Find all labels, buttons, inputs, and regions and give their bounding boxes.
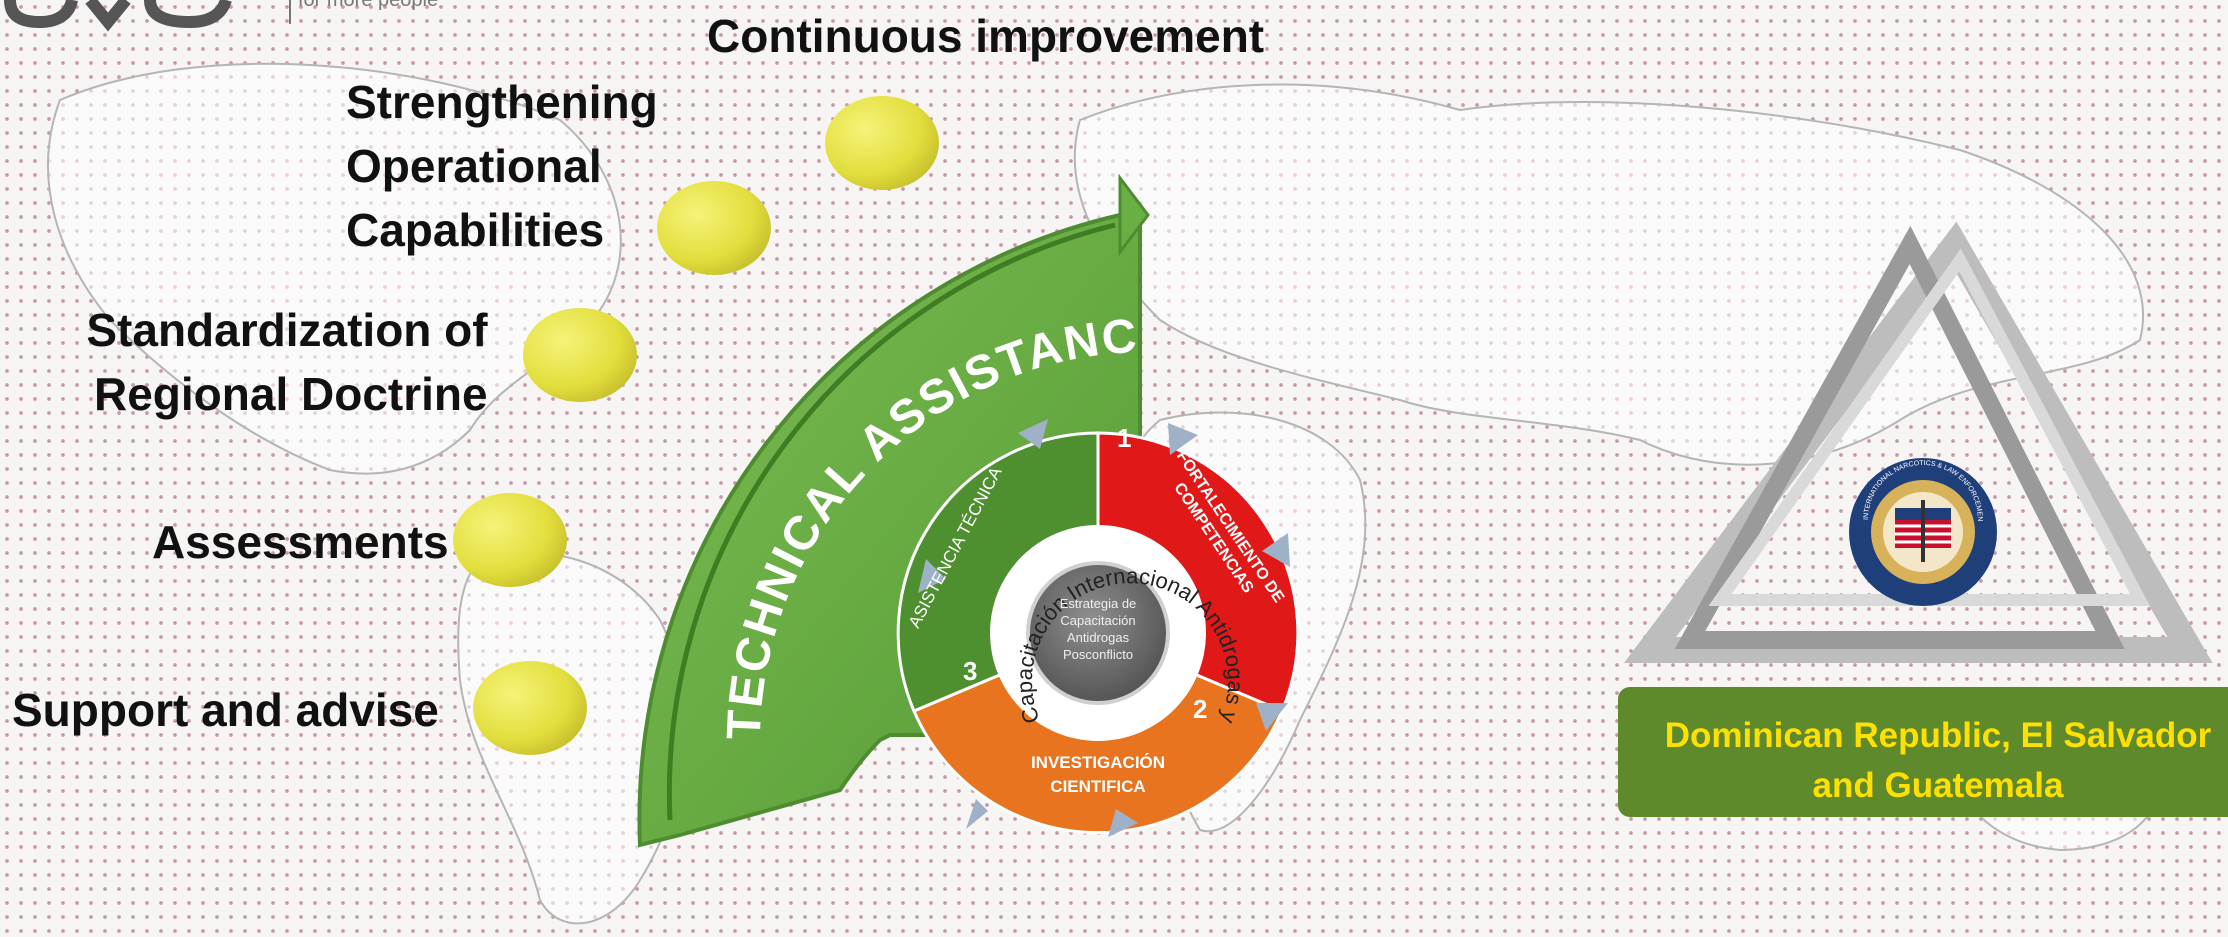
svg-text:Posconflicto: Posconflicto <box>1063 647 1133 662</box>
countries-line-2: and Guatemala <box>1812 766 2064 805</box>
logo-tagline: for more people <box>298 0 438 11</box>
label-assessments: Assessments <box>152 516 449 568</box>
label-support-and-advise: Support and advise <box>12 684 439 736</box>
segment-1-number: 1 <box>1117 423 1131 453</box>
bullet-continuous <box>825 96 939 190</box>
label-continuous-improvement: Continuous improvement <box>707 10 1265 62</box>
label-strengthening-line-3: Capabilities <box>346 204 605 256</box>
label-standardization: Standardization of Regional Doctrine <box>82 298 488 426</box>
logo-fragment: for more people <box>4 0 438 32</box>
svg-text:Antidrogas: Antidrogas <box>1067 630 1130 645</box>
segment-2-label: INVESTIGACIÓN CIENTIFICA <box>1031 753 1165 796</box>
label-standardization-line-1: Standardization of <box>86 304 488 356</box>
svg-text:INVESTIGACIÓN: INVESTIGACIÓN <box>1031 753 1165 772</box>
cycle-core-text: Estrategia de Capacitación Antidrogas Po… <box>1060 596 1137 662</box>
svg-text:CIENTIFICA: CIENTIFICA <box>1050 777 1145 796</box>
svg-text:Capacitación: Capacitación <box>1060 613 1135 628</box>
bullet-group <box>453 96 939 755</box>
bullet-support <box>473 661 587 755</box>
cycle-diagram <box>896 419 1300 837</box>
label-strengthening-line-2: Operational <box>346 140 602 192</box>
bullet-assessments <box>453 493 567 587</box>
countries-box: Dominican Republic, El Salvador and Guat… <box>1618 687 2228 817</box>
label-strengthening: Strengthening Operational Capabilities <box>346 70 658 262</box>
countries-line-1: Dominican Republic, El Salvador <box>1664 716 2212 755</box>
label-standardization-line-2: Regional Doctrine <box>94 368 488 420</box>
bullet-strengthening <box>657 181 771 275</box>
label-strengthening-line-1: Strengthening <box>346 76 658 128</box>
segment-2-number: 2 <box>1193 694 1207 724</box>
countries-text: Dominican Republic, El Salvador and Guat… <box>1618 711 2228 811</box>
bullet-standardization <box>523 308 637 402</box>
svg-text:Estrategia de: Estrategia de <box>1060 596 1137 611</box>
segment-3-number: 3 <box>963 656 977 686</box>
